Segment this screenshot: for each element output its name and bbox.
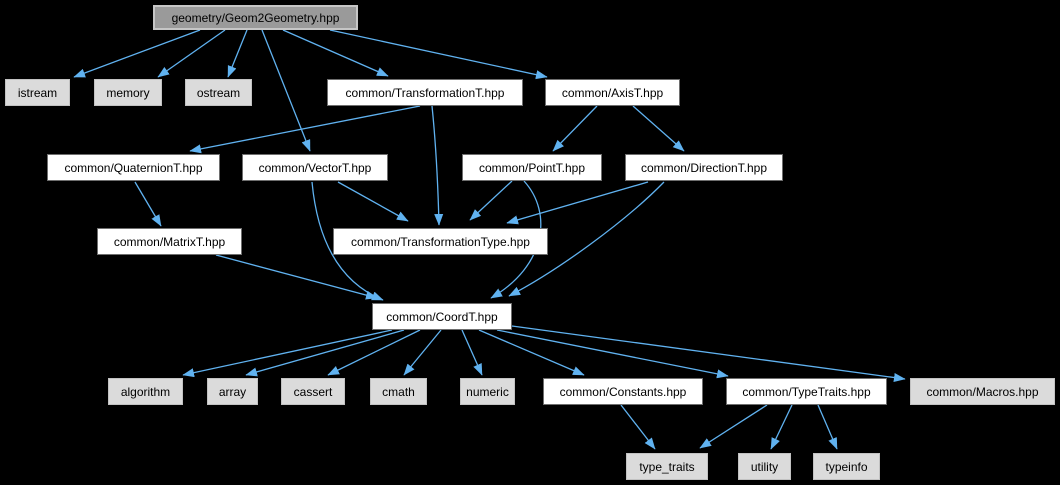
node-label: ostream: [196, 85, 241, 100]
edge-axist-directiont: [632, 105, 685, 152]
node-transformationt[interactable]: common/TransformationT.hpp: [327, 79, 523, 106]
edge-matrixt-coordt: [215, 254, 378, 300]
node-label: geometry/Geom2Geometry.hpp: [171, 10, 340, 25]
node-label: type_traits: [639, 459, 695, 474]
edge-vectort-coordt: [311, 181, 384, 301]
node-label: utility: [750, 459, 779, 474]
node-ostream[interactable]: ostream: [185, 79, 252, 106]
node-label: typeinfo: [825, 459, 868, 474]
edge-coordt-algorithm: [182, 329, 393, 378]
node-utility[interactable]: utility: [738, 453, 791, 480]
node-label: common/TransformationType.hpp: [351, 234, 530, 249]
edge-transformationt-quaterniont: [189, 105, 421, 154]
node-coordt[interactable]: common/CoordT.hpp: [372, 303, 512, 330]
node-numeric[interactable]: numeric: [460, 378, 515, 405]
edge-coordt-macros: [511, 325, 906, 383]
node-quaterniont[interactable]: common/QuaternionT.hpp: [47, 154, 220, 181]
node-array[interactable]: array: [207, 378, 258, 405]
edge-coordt-array: [245, 329, 405, 377]
node-label: common/Macros.hpp: [926, 384, 1039, 399]
edge-geom2geometry-ostream: [227, 29, 248, 78]
node-constants[interactable]: common/Constants.hpp: [543, 378, 703, 405]
edge-coordt-cassert: [327, 329, 421, 376]
node-label: cassert: [293, 384, 333, 399]
edge-quaterniont-matrixt: [134, 181, 162, 227]
node-cassert[interactable]: cassert: [281, 378, 345, 405]
node-label: cmath: [382, 384, 415, 399]
node-label: common/DirectionT.hpp: [640, 160, 768, 175]
edge-pointt-transformationtype: [469, 180, 513, 221]
edge-geom2geometry-memory: [157, 29, 226, 78]
node-label: array: [218, 384, 247, 399]
edge-directiont-transformationtype: [506, 181, 649, 225]
edge-coordt-constants: [478, 329, 585, 376]
node-axist[interactable]: common/AxisT.hpp: [545, 79, 680, 106]
node-label: common/AxisT.hpp: [561, 85, 664, 100]
node-matrixt[interactable]: common/MatrixT.hpp: [97, 228, 242, 255]
node-label: algorithm: [120, 384, 171, 399]
node-memory[interactable]: memory: [94, 79, 162, 106]
node-label: common/CoordT.hpp: [386, 309, 498, 324]
edge-typetraits-type_traits: [699, 404, 768, 449]
node-vectort[interactable]: common/VectorT.hpp: [242, 154, 388, 181]
edge-geom2geometry-istream: [73, 29, 201, 78]
node-label: numeric: [466, 384, 509, 399]
node-transformationtype[interactable]: common/TransformationType.hpp: [333, 228, 548, 255]
edge-directiont-coordt: [508, 181, 665, 297]
node-label: common/VectorT.hpp: [258, 160, 372, 175]
edge-transformationt-transformationtype: [431, 105, 444, 226]
node-istream[interactable]: istream: [5, 79, 70, 106]
edge-geom2geometry-axist: [329, 29, 548, 80]
node-type_traits[interactable]: type_traits: [626, 453, 708, 480]
node-algorithm[interactable]: algorithm: [108, 378, 183, 405]
edge-coordt-cmath: [403, 329, 442, 376]
edge-vectort-transformationtype: [337, 181, 409, 222]
edge-coordt-typetraits: [496, 329, 729, 379]
node-label: common/PointT.hpp: [478, 160, 586, 175]
edge-geom2geometry-transformationt: [282, 29, 389, 77]
node-label: common/QuaternionT.hpp: [64, 160, 203, 175]
edge-typetraits-typeinfo: [817, 404, 838, 450]
node-typetraits[interactable]: common/TypeTraits.hpp: [726, 378, 887, 405]
node-label: common/Constants.hpp: [559, 384, 687, 399]
edge-coordt-numeric: [461, 329, 483, 376]
node-cmath[interactable]: cmath: [370, 378, 427, 405]
node-directiont[interactable]: common/DirectionT.hpp: [625, 154, 783, 181]
node-label: common/TypeTraits.hpp: [742, 384, 871, 399]
node-geom2geometry: geometry/Geom2Geometry.hpp: [153, 5, 358, 30]
node-label: memory: [106, 85, 150, 100]
edge-axist-pointt: [552, 105, 598, 152]
node-label: istream: [17, 85, 58, 100]
node-label: common/MatrixT.hpp: [113, 234, 226, 249]
edge-typetraits-utility: [770, 404, 793, 450]
edge-geom2geometry-vectort: [261, 29, 311, 152]
node-macros[interactable]: common/Macros.hpp: [910, 378, 1055, 405]
node-typeinfo[interactable]: typeinfo: [813, 453, 880, 480]
node-pointt[interactable]: common/PointT.hpp: [462, 154, 602, 181]
edge-constants-type_traits: [620, 404, 656, 450]
node-label: common/TransformationT.hpp: [345, 85, 505, 100]
